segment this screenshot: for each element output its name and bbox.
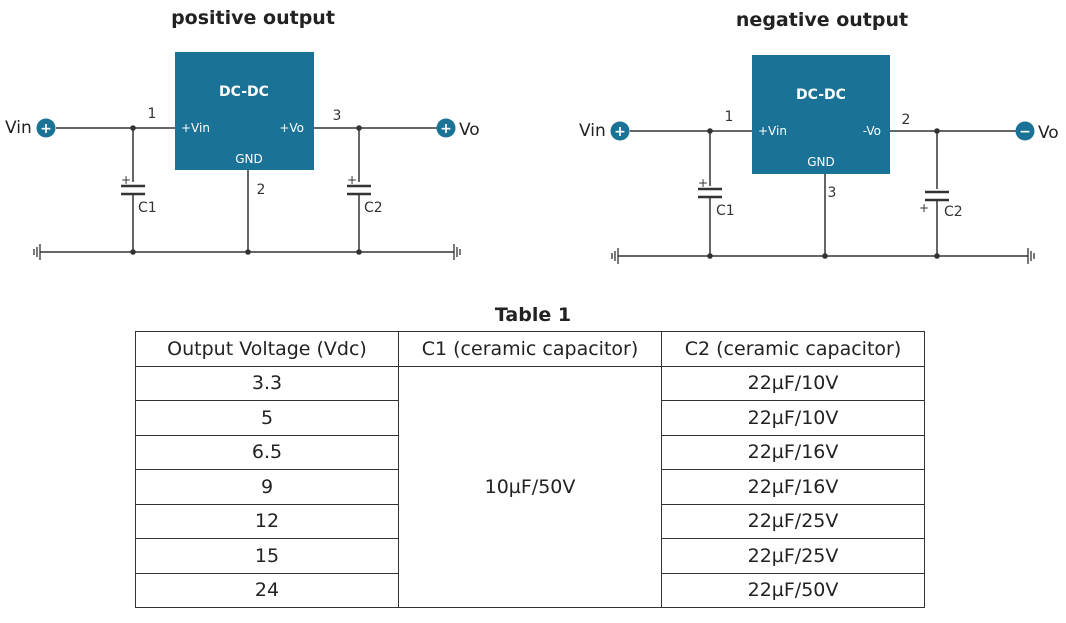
negative-vo-terminal [1015,121,1035,141]
circuit-diagrams: positive output + C1 + C2 [5,7,1059,264]
positive-title: positive output [171,7,335,29]
negative-c1-label: C1 [716,203,735,219]
c2-cell: 22µF/16V [661,434,925,470]
negative-c1-capacitor: + C1 [698,176,735,219]
negative-vo-sign: − [1019,124,1031,140]
positive-vin-terminal [36,118,56,138]
positive-vo-label: Vo [459,120,480,140]
negative-c2-polarity: + [919,201,929,215]
negative-c2-label: C2 [944,204,963,220]
positive-c2-capacitor: + C2 [347,173,383,216]
table-row: 15 22µF/25V [135,538,925,574]
table-row: 12 22µF/25V [135,503,925,539]
capacitor-table: Output Voltage (Vdc) C1 (ceramic capacit… [135,331,925,608]
positive-module-title: DC-DC [219,84,269,100]
c2-cell: 22µF/25V [661,538,925,574]
positive-vin-sign: + [40,121,52,137]
negative-c1-polarity: + [698,176,708,190]
positive-pin-number-in: 1 [148,106,157,122]
negative-vin-label: Vin [579,121,606,141]
negative-c2-capacitor: + C2 [919,190,963,220]
negative-module-title: DC-DC [796,87,846,103]
negative-dcdc-module [752,55,890,174]
header-output-voltage: Output Voltage (Vdc) [135,331,399,367]
positive-junctions [130,125,362,255]
positive-pin-number-gnd: 2 [257,182,266,198]
negative-pin-number-in: 1 [725,109,734,125]
negative-pin-number-out: 2 [902,112,911,128]
table-row: 24 22µF/50V [135,572,925,608]
header-c2: C2 (ceramic capacitor) [661,331,925,367]
table-caption: Table 1 [494,304,572,326]
positive-c2-label: C2 [364,200,383,216]
c1-merged-cell: 10µF/50V [398,365,662,608]
positive-pin-vo: +Vo [279,121,304,135]
voltage-cell: 24 [135,572,399,608]
negative-vin-sign: + [614,124,626,140]
positive-vo-terminal [436,118,456,138]
negative-ground-right [1027,248,1035,264]
negative-pin-number-gnd: 3 [828,185,837,201]
negative-pin-vin: +Vin [758,124,787,138]
c2-cell: 22µF/10V [661,365,925,401]
positive-vo-sign: + [440,121,452,137]
positive-ground-left [33,244,41,260]
negative-ground-left [611,248,619,264]
table-row: 5 22µF/10V [135,400,925,436]
positive-pin-vin: +Vin [181,121,210,135]
positive-pin-number-out: 3 [333,108,342,124]
positive-vin-label: Vin [5,118,32,138]
negative-vin-terminal [610,121,630,141]
positive-c1-polarity: + [121,173,131,187]
voltage-cell: 9 [135,469,399,505]
negative-pin-vo: -Vo [863,124,881,138]
negative-title: negative output [736,9,908,31]
negative-pin-gnd: GND [807,155,835,169]
positive-dcdc-module [175,52,314,170]
positive-pin-gnd: GND [235,152,263,166]
table-row: 9 22µF/16V [135,469,925,505]
negative-output-circuit: negative output + C1 + C2 [579,9,1059,264]
table-row: 3.3 10µF/50V 22µF/10V [135,365,925,608]
positive-output-circuit: positive output + C1 + C2 [5,7,480,260]
voltage-cell: 15 [135,538,399,574]
voltage-cell: 3.3 [135,365,399,401]
c2-cell: 22µF/16V [661,469,925,505]
positive-ground-right [453,244,461,260]
negative-vo-label: Vo [1038,123,1059,143]
voltage-cell: 6.5 [135,434,399,470]
c2-cell: 22µF/50V [661,572,925,608]
c2-cell: 22µF/10V [661,400,925,436]
positive-c2-polarity: + [347,173,357,187]
positive-c1-capacitor: + C1 [121,173,157,216]
voltage-cell: 5 [135,400,399,436]
negative-junctions [707,128,940,259]
voltage-cell: 12 [135,503,399,539]
header-c1: C1 (ceramic capacitor) [398,331,662,367]
table-header-row: Output Voltage (Vdc) C1 (ceramic capacit… [135,331,925,367]
c2-cell: 22µF/25V [661,503,925,539]
positive-c1-label: C1 [138,200,157,216]
